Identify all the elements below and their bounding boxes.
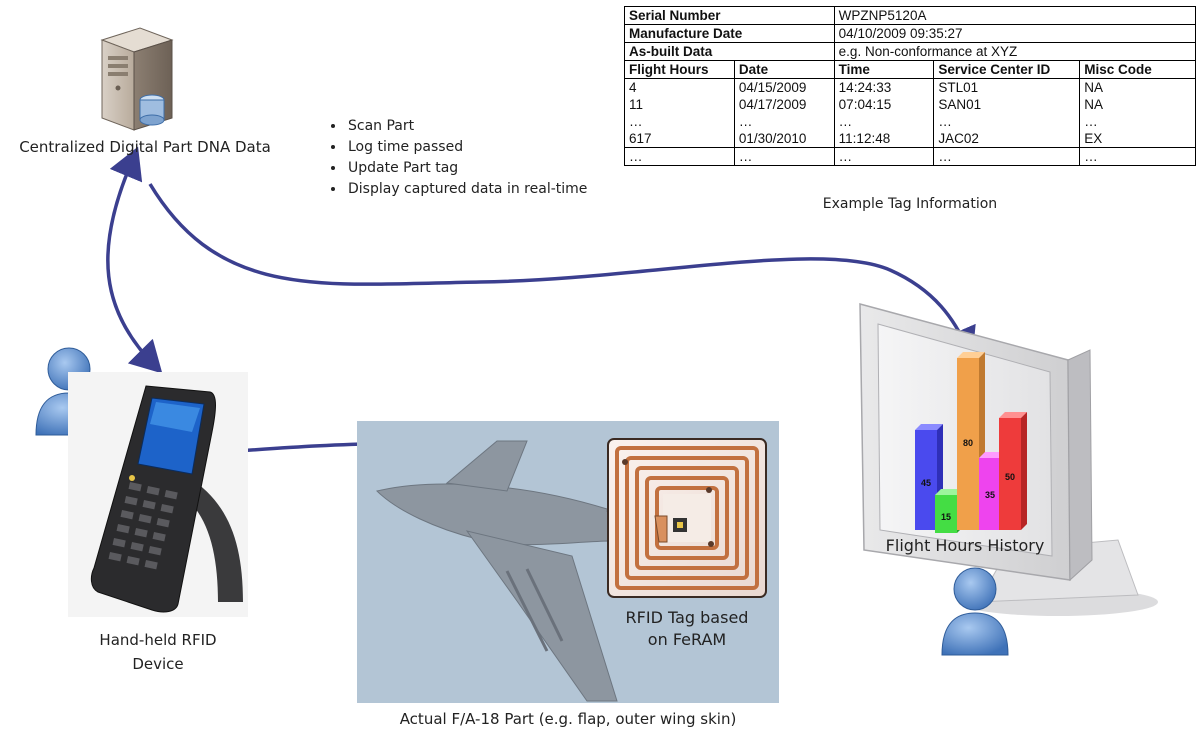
rfid-tag-icon: [607, 438, 767, 598]
table-cell: …: [933, 147, 1081, 166]
bar-label: 50: [1005, 472, 1015, 482]
table-cell: 04/17/2009: [733, 96, 835, 113]
table-cell: …: [1079, 113, 1196, 130]
user-icon: [941, 567, 1009, 656]
table-cell: …: [733, 113, 835, 130]
table-cell: 4: [624, 78, 735, 96]
rfid-scanner-icon: [68, 372, 248, 617]
bar-label: 35: [985, 490, 995, 500]
table-row: 4 04/15/2009 14:24:33 STL01 NA: [624, 78, 1196, 96]
table-cell: …: [624, 147, 735, 166]
table-cell: STL01: [933, 78, 1081, 96]
table-cell: NA: [1079, 78, 1196, 96]
table-cell: …: [733, 147, 835, 166]
rfid-tag-label-line2: on FeRAM: [647, 630, 727, 649]
bar-chart: 45 15 80 35 50: [915, 352, 1027, 533]
rfid-tag-label: RFID Tag based on FeRAM: [598, 607, 776, 651]
table-cell: EX: [1079, 130, 1196, 148]
tag-caption: Example Tag Information: [822, 196, 998, 212]
table-cell: 04/15/2009: [733, 78, 835, 96]
handheld-label-line2: Device: [132, 655, 184, 673]
table-row: Manufacture Date 04/10/2009 09:35:27: [624, 24, 1196, 43]
table-cell: JAC02: [933, 130, 1081, 148]
table-cell: 11: [624, 96, 735, 113]
asbuilt-label: As-built Data: [624, 42, 835, 61]
table-cell: …: [833, 113, 935, 130]
central-data-label: Centralized Digital Part DNA Data: [19, 138, 271, 156]
handheld-label-line1: Hand-held RFID: [99, 631, 217, 649]
table-cell: 07:04:15: [833, 96, 935, 113]
column-header: Time: [833, 60, 935, 79]
tag-info-table: Serial Number WPZNP5120A Manufacture Dat…: [624, 6, 1196, 166]
bar-45: [915, 430, 937, 530]
table-row: … … … … …: [624, 113, 1196, 130]
bar-50: [999, 418, 1021, 530]
column-header: Date: [733, 60, 835, 79]
bar-label: 15: [941, 512, 951, 522]
table-cell: …: [833, 147, 935, 166]
table-cell: NA: [1079, 96, 1196, 113]
bar-label: 80: [963, 438, 973, 448]
action-list: Scan Part Log time passed Update Part ta…: [322, 116, 596, 200]
bar-80: [957, 358, 979, 530]
table-cell: 617: [624, 130, 735, 148]
table-cell: 14:24:33: [833, 78, 935, 96]
asbuilt-value: e.g. Non-conformance at XYZ: [833, 42, 1196, 61]
table-cell: 11:12:48: [833, 130, 935, 148]
table-cell: SAN01: [933, 96, 1081, 113]
serial-number-value: WPZNP5120A: [833, 6, 1196, 25]
table-cell: 01/30/2010: [733, 130, 835, 148]
server-icon: [100, 27, 174, 131]
action-item: Update Part tag: [346, 158, 596, 179]
table-cell: …: [1079, 147, 1196, 166]
serial-number-label: Serial Number: [624, 6, 835, 25]
bar-15: [935, 495, 957, 533]
table-row: 11 04/17/2009 07:04:15 SAN01 NA: [624, 96, 1196, 113]
bar-35: [979, 458, 1001, 530]
part-caption: Actual F/A-18 Part (e.g. flap, outer win…: [399, 710, 737, 728]
handheld-label: Hand-held RFID Device: [78, 628, 238, 676]
manufacture-date-label: Manufacture Date: [624, 24, 835, 43]
table-cell: …: [624, 113, 735, 130]
table-row: … … … … …: [624, 147, 1196, 166]
table-row: Serial Number WPZNP5120A: [624, 6, 1196, 25]
column-header: Service Center ID: [933, 60, 1081, 79]
action-item: Log time passed: [346, 137, 596, 158]
column-header: Flight Hours: [624, 60, 735, 79]
column-header: Misc Code: [1079, 60, 1196, 79]
flight-hours-label: Flight Hours History: [885, 536, 1045, 555]
action-item: Scan Part: [346, 116, 596, 137]
rfid-tag-label-line1: RFID Tag based: [625, 608, 749, 627]
arrow-server-handheld: [106, 146, 163, 374]
manufacture-date-value: 04/10/2009 09:35:27: [833, 24, 1196, 43]
bar-label: 45: [921, 478, 931, 488]
table-row: As-built Data e.g. Non-conformance at XY…: [624, 42, 1196, 61]
table-cell: …: [933, 113, 1081, 130]
action-item: Display captured data in real-time: [346, 179, 596, 200]
table-row: 617 01/30/2010 11:12:48 JAC02 EX: [624, 130, 1196, 148]
table-header-row: Flight Hours Date Time Service Center ID…: [624, 60, 1196, 79]
